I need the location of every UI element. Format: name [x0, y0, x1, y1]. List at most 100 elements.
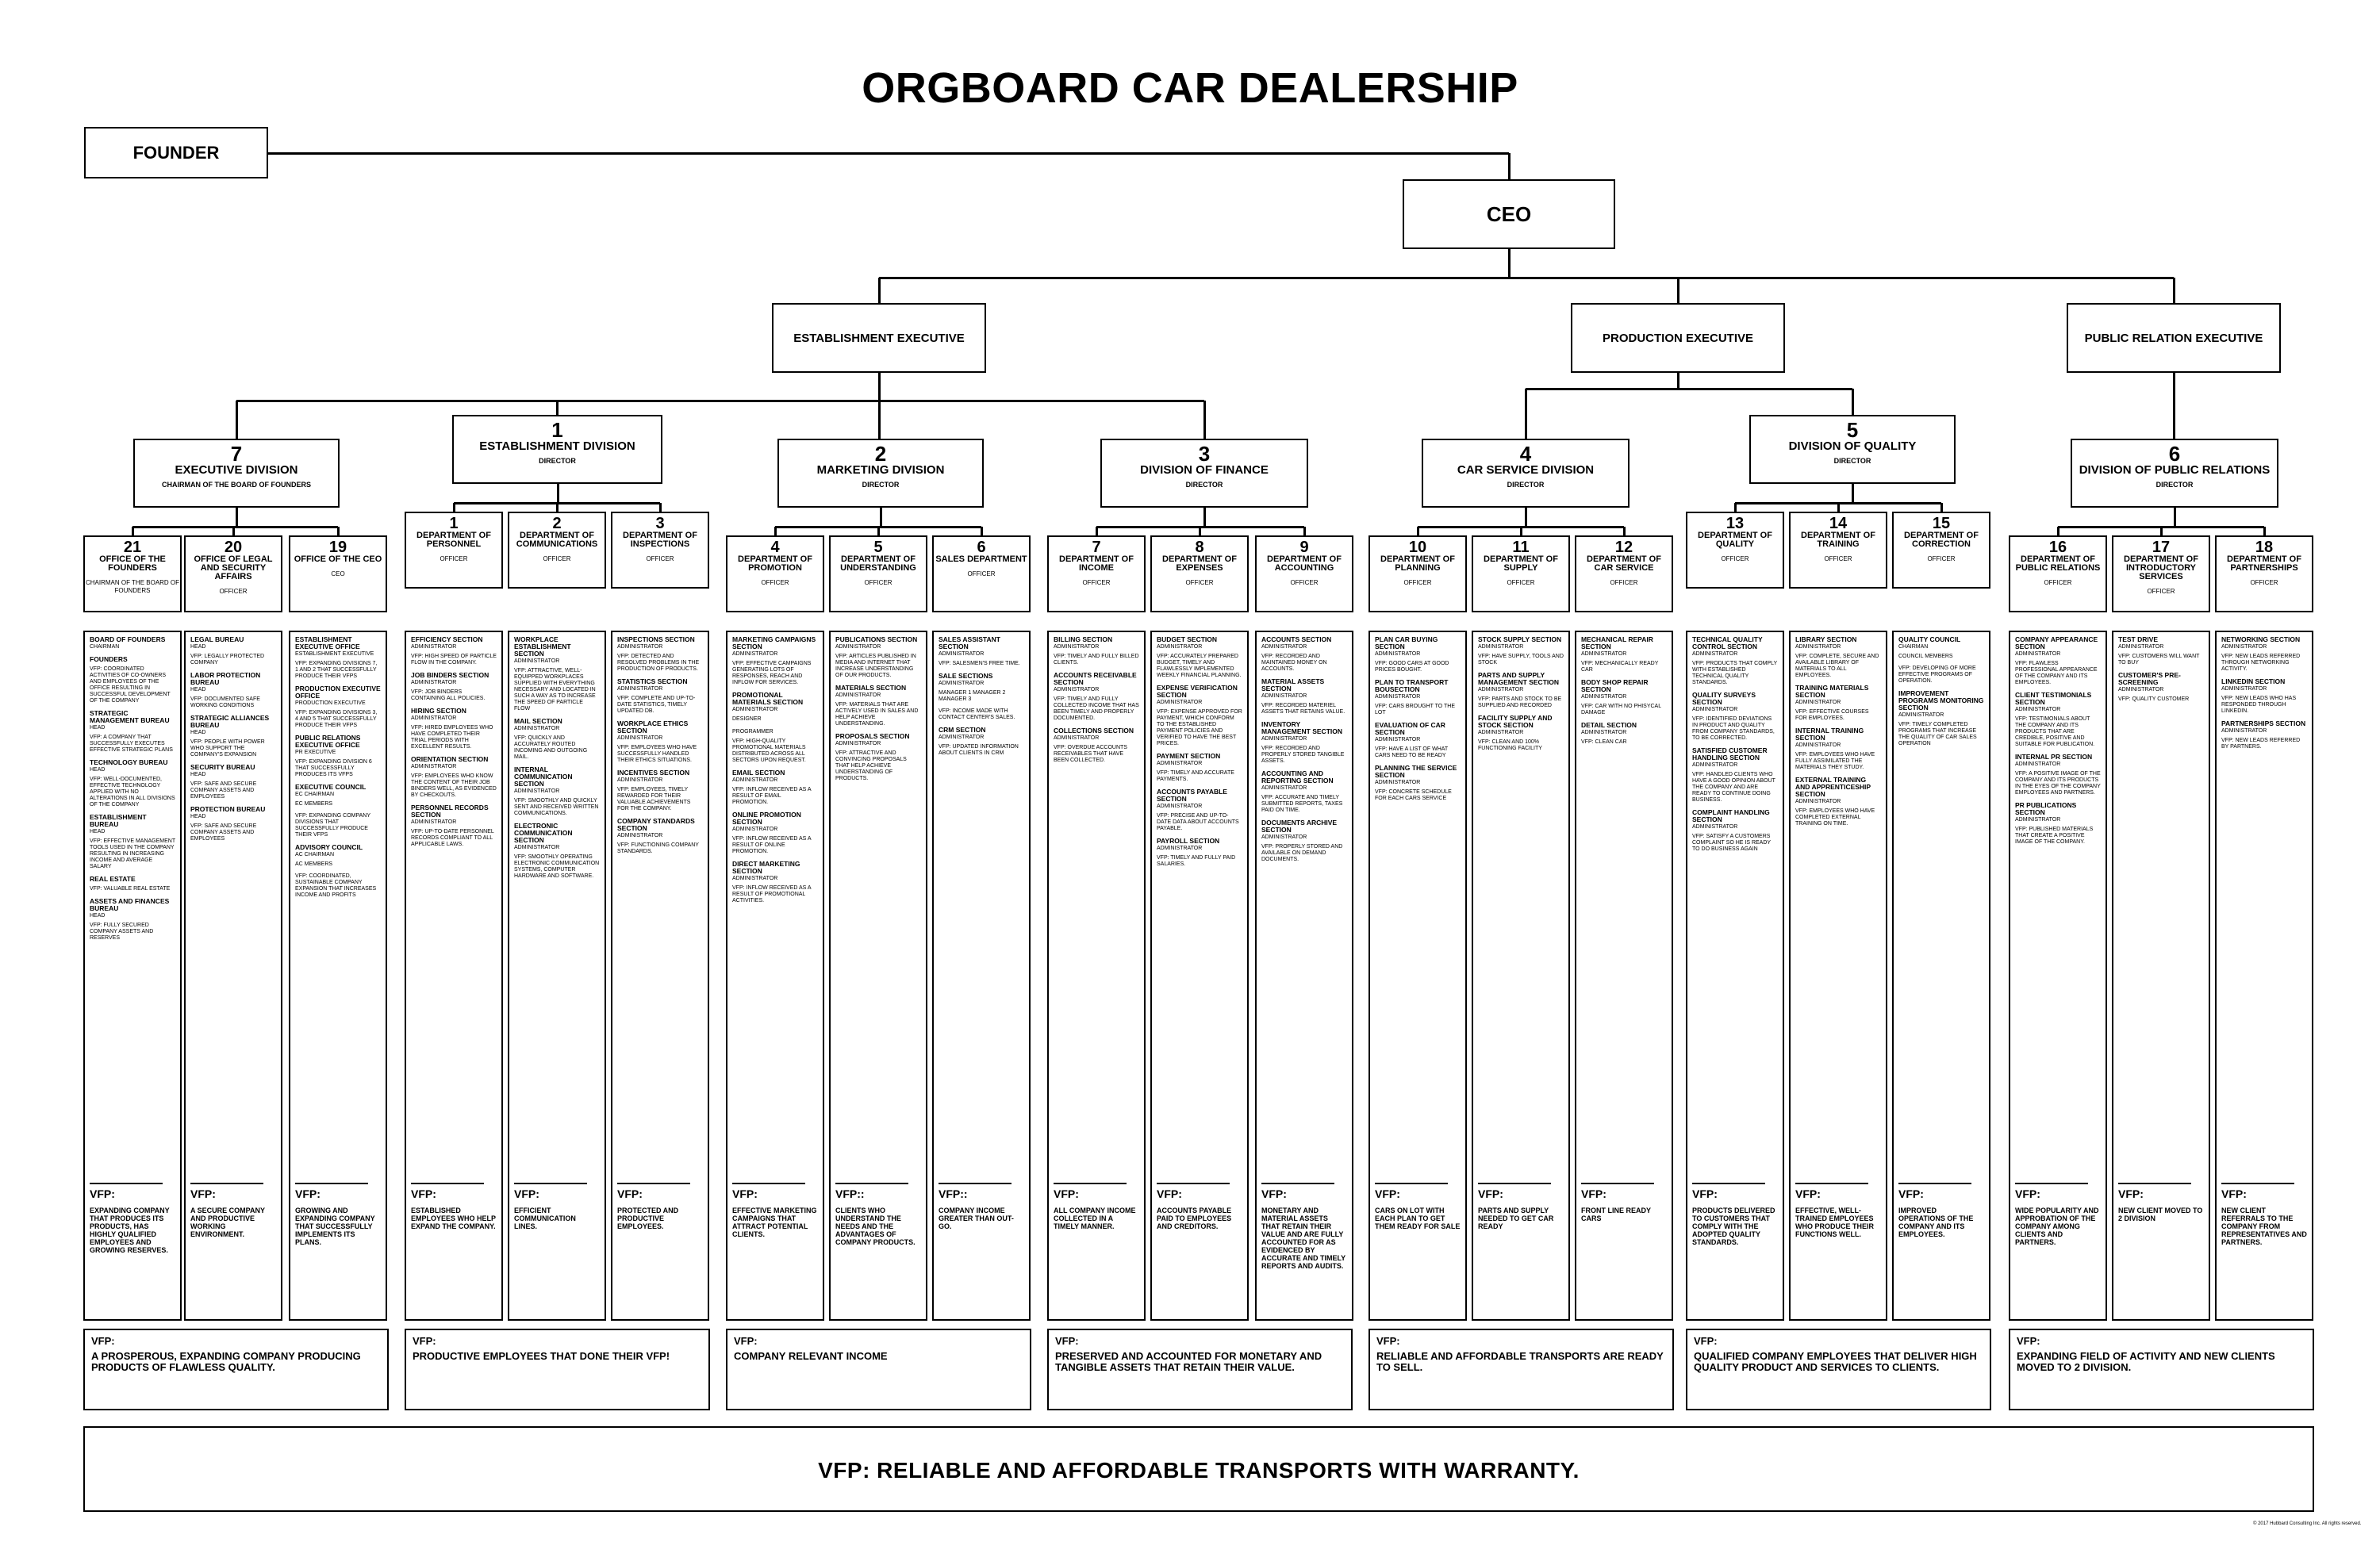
department-name: DEPARTMENT OF EXPENSES	[1162, 554, 1237, 573]
department-vfp-label: VFP:	[1157, 1187, 1182, 1200]
section-name: INTERNAL TRAINING SECTION	[1795, 727, 1864, 742]
vfp-divider	[1692, 1183, 1765, 1184]
section-role: ADMINISTRATOR	[1375, 780, 1421, 785]
department-role: OFFICER	[1927, 555, 1956, 562]
section-name: BILLING SECTION	[1054, 635, 1113, 643]
connector-line	[1203, 401, 1206, 439]
section-name: COLLECTIONS SECTION	[1054, 727, 1134, 735]
section-role: HEAD	[90, 913, 106, 919]
section-vfp: VFP: SMOOTHLY OPERATING ELECTRONIC COMMU…	[514, 854, 600, 879]
executive-label: PUBLIC RELATION EXECUTIVE	[2084, 331, 2263, 345]
section-name: TECHNICAL QUALITY CONTROL SECTION	[1692, 635, 1763, 650]
section-item: VFP: INCOME MADE WITH CONTACT CENTER'S S…	[939, 708, 1024, 721]
division-vfp-label: VFP:	[734, 1335, 758, 1347]
section-vfp: VFP: EXPANDING DIVISION 6 THAT SUCCESSFU…	[295, 759, 372, 777]
section-vfp: VFP: EXPANDING DIVISIONS 3, 4 AND 5 THAT…	[295, 710, 378, 728]
section-name: FOUNDERS	[90, 655, 128, 663]
department-number: 3	[655, 515, 665, 532]
department-vfp-label: VFP:	[190, 1187, 216, 1200]
section-name: JOB BINDERS SECTION	[411, 671, 489, 679]
section-vfp: VFP: SMOOTHLY AND QUICKLY SENT AND RECEI…	[514, 798, 599, 816]
division-role: DIRECTOR	[1507, 481, 1545, 489]
department-vfp-label: VFP:	[2221, 1187, 2247, 1200]
section-vfp: VFP: VALUABLE REAL ESTATE	[90, 886, 171, 892]
division-vfp-box: VFP:A PROSPEROUS, EXPANDING COMPANY PROD…	[83, 1329, 389, 1410]
section-vfp: VFP: CONCRETE SCHEDULE FOR EACH CARS SER…	[1375, 789, 1452, 801]
section-name: PUBLIC RELATIONS EXECUTIVE OFFICE	[295, 734, 361, 749]
connector-line	[877, 527, 880, 535]
connector-line	[1623, 527, 1626, 535]
section-vfp: VFP: EFFECTIVE COURSES FOR EMPLOYEES.	[1795, 709, 1869, 721]
department-vfp-text: ACCOUNTS PAYABLE PAID TO EMPLOYEES AND C…	[1157, 1206, 1232, 1230]
vfp-divider	[835, 1183, 908, 1184]
department-number: 15	[1932, 515, 1951, 532]
department-number: 20	[224, 539, 243, 556]
connector-line	[1735, 502, 1941, 504]
connector-line	[2160, 527, 2163, 535]
section-vfp: VFP: PROPERLY STORED AND AVAILABLE ON DE…	[1261, 844, 1343, 862]
section-name: ACCOUNTS SECTION	[1261, 635, 1332, 643]
department-vfp-text: COMPANY INCOME GREATER THAN OUT-GO.	[939, 1206, 1014, 1230]
section-vfp: VFP: FLAWLESS PROFESSIONAL APPEARANCE OF…	[2015, 661, 2098, 685]
section-vfp: VFP: EXPANDING COMPANY DIVISIONS THAT SU…	[295, 813, 370, 838]
section-vfp: VFP: A POSITIVE IMAGE OF THE COMPANY AND…	[2015, 771, 2101, 796]
connector-line	[2263, 527, 2266, 535]
section-name: EMAIL SECTION	[732, 769, 785, 777]
vfp-divider	[411, 1183, 484, 1184]
company-vfp-box: VFP: RELIABLE AND AFFORDABLE TRANSPORTS …	[83, 1426, 2314, 1512]
department-role: CHAIRMAN OF THE BOARD OF FOUNDERS	[85, 579, 180, 594]
connector-line	[236, 508, 238, 527]
vfp-divider	[1157, 1183, 1230, 1184]
department-role: OFFICER	[219, 588, 248, 595]
section-role: ADMINISTRATOR	[732, 707, 778, 712]
section-vfp: VFP: A COMPANY THAT SUCCESSFULLY EXECUTE…	[90, 735, 173, 753]
division-vfp-box: VFP:RELIABLE AND AFFORDABLE TRANSPORTS A…	[1368, 1329, 1674, 1410]
section-vfp: VFP: CARS BROUGHT TO THE LOT	[1375, 704, 1456, 715]
division-number: 3	[1198, 442, 1211, 466]
section-vfp: VFP: RECORDED AND MAINTAINED MONEY ON AC…	[1261, 654, 1327, 672]
section-name: ACCOUNTING AND REPORTING SECTION	[1261, 769, 1334, 785]
connector-line	[2173, 373, 2175, 439]
department-role: OFFICER	[1290, 579, 1319, 586]
section-name: COMPLAINT HANDLING SECTION	[1692, 808, 1770, 823]
section-name: PLAN TO TRANSPORT BOUSECTION	[1375, 678, 1449, 693]
section-role: ADMINISTRATOR	[2221, 728, 2267, 734]
section-name: EXTERNAL TRAINING AND APPRENTICESHIP SEC…	[1795, 776, 1871, 798]
department-vfp: VFP::CLIENTS WHO UNDERSTAND THE NEEDS AN…	[835, 1183, 921, 1314]
section-name: PLAN CAR BUYING SECTION	[1375, 635, 1438, 650]
section-name: INCENTIVES SECTION	[617, 769, 690, 777]
page-title: ORGBOARD CAR DEALERSHIP	[862, 64, 1518, 112]
section-item: EXTERNAL TRAINING AND APPRENTICESHIP SEC…	[1795, 777, 1881, 827]
division-vfp-label: VFP:	[1376, 1335, 1400, 1347]
connector-line	[556, 484, 559, 503]
department-vfp-text: EFFECTIVE, WELL-TRAINED EMPLOYEES WHO PR…	[1795, 1206, 1874, 1238]
section-vfp: VFP: SAFE AND SECURE COMPANY ASSETS AND …	[190, 781, 257, 800]
section-vfp: VFP: TIMELY COMPLETED PROGRAMS THAT INCR…	[1898, 722, 1977, 746]
section-name: TEST DRIVE	[2118, 635, 2159, 643]
section-name: PRODUCTION EXECUTIVE OFFICE	[295, 685, 381, 700]
department-number: 1	[449, 515, 459, 532]
section-role: ADMINISTRATOR	[1795, 742, 1841, 748]
department-vfp-label: VFP::	[835, 1187, 865, 1200]
connector-line	[1508, 249, 1511, 278]
